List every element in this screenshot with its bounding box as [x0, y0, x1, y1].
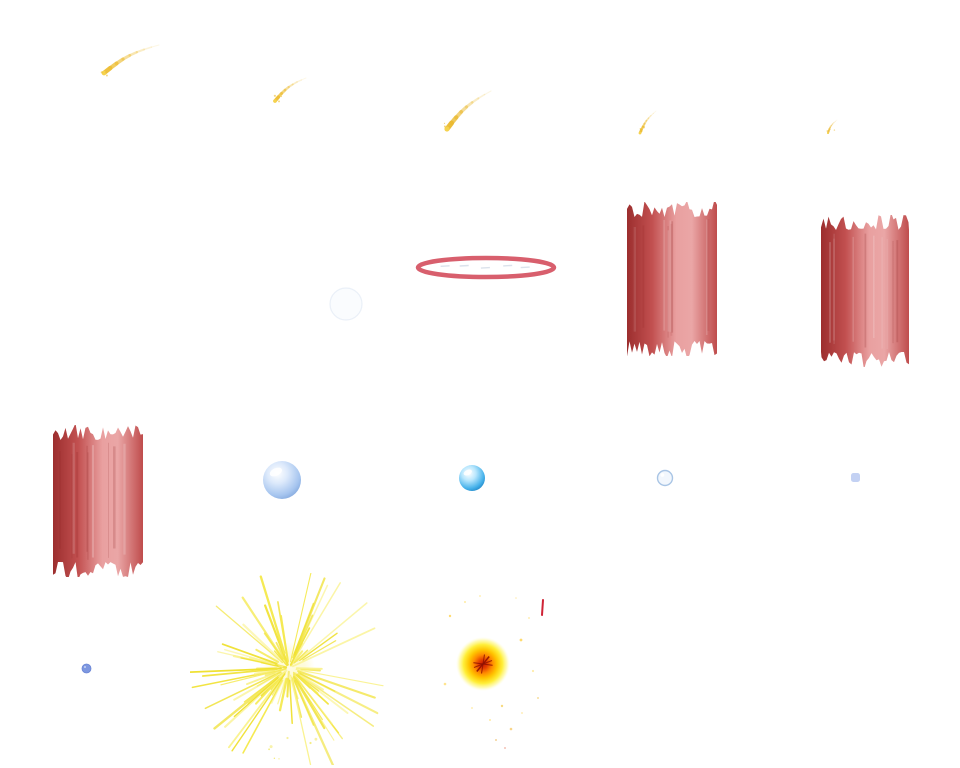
- orb-cyan-graphic: [459, 465, 485, 491]
- fire-column-2-graphic: [821, 215, 909, 367]
- dot-small-graphic: [81, 663, 92, 674]
- bubble-large-graphic: [263, 461, 301, 499]
- faint-circle: [328, 286, 364, 322]
- comet-streak-3-graphic: [443, 90, 492, 132]
- comet-streak-4: [634, 107, 660, 137]
- orb-cyan: [458, 464, 486, 492]
- fire-column-3: [53, 425, 143, 577]
- fire-column-1-graphic: [627, 202, 717, 356]
- fire-column-3-graphic: [53, 425, 143, 577]
- dot-small: [80, 662, 93, 675]
- bubble-small-graphic: [656, 469, 674, 487]
- glow-orb-graphic: [443, 595, 544, 749]
- comet-streak-1: [95, 40, 165, 80]
- starburst: [190, 573, 388, 765]
- comet-streak-3: [438, 86, 496, 136]
- comet-streak-5: [824, 117, 840, 137]
- dot-square-graphic: [851, 473, 860, 482]
- halo-ring-graphic: [415, 255, 557, 280]
- comet-streak-5-graphic: [826, 119, 838, 134]
- fire-column-1: [627, 202, 717, 356]
- glow-orb: [432, 588, 548, 754]
- dot-square: [849, 471, 862, 484]
- starburst-graphic: [190, 573, 384, 765]
- faint-circle-graphic: [329, 287, 363, 321]
- fire-column-2: [821, 215, 909, 367]
- halo-ring: [414, 252, 558, 283]
- bubble-small: [656, 469, 674, 487]
- comet-streak-1-graphic: [100, 44, 160, 77]
- comet-streak-2-graphic: [273, 77, 307, 103]
- comet-streak-2: [268, 74, 310, 106]
- bubble-large: [262, 460, 302, 500]
- comet-streak-4-graphic: [638, 110, 657, 135]
